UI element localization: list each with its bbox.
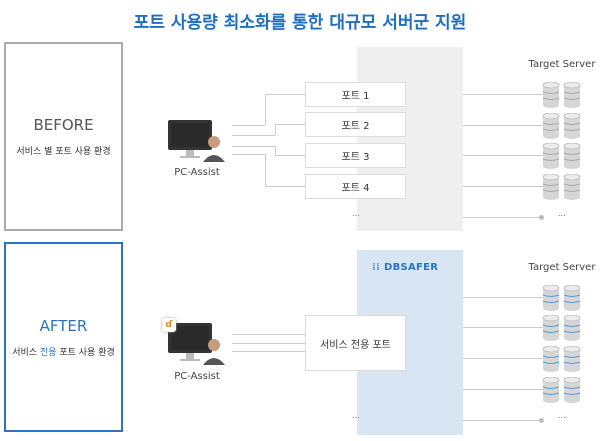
port-ellipsis: ... (352, 209, 360, 218)
target-server-label: Target Server (528, 262, 596, 273)
before-heading: BEFORE (33, 116, 94, 134)
dedicated-port-box: 서비스 전용 포트 (305, 315, 406, 371)
page-title: 포트 사용량 최소화를 통한 대규모 서버군 지원 (133, 13, 467, 33)
dbsafer-logo: ⁞⁞ DBSAFER (372, 262, 439, 273)
highlight-text: 전용 (39, 347, 57, 358)
port-box-4: 포트 4 (305, 174, 406, 199)
gateway-zone-before (357, 47, 463, 231)
port-box-3: 포트 3 (305, 143, 406, 168)
monitor-icon (168, 120, 228, 166)
monitor-icon (168, 323, 228, 369)
server-ellipsis: ... (558, 411, 566, 420)
before-subtitle: 서비스 별 포트 사용 환경 (16, 147, 111, 157)
agent-badge-icon: ɗ (162, 318, 176, 332)
after-subtitle: 서비스 전용 포트 사용 환경 (12, 347, 115, 358)
after-heading: AFTER (39, 316, 88, 335)
server-ellipsis: ... (558, 209, 566, 218)
port-box-2: 포트 2 (305, 112, 406, 137)
port-ellipsis: ... (352, 411, 360, 420)
port-box-1: 포트 1 (305, 82, 406, 107)
pc-assist-label: PC-Assist (174, 371, 220, 382)
target-server-label: Target Server (528, 59, 596, 70)
pc-assist-label: PC-Assist (174, 167, 220, 178)
before-panel: BEFORE 서비스 별 포트 사용 환경 (4, 42, 123, 231)
after-panel: AFTER 서비스 전용 포트 사용 환경 (4, 242, 123, 432)
